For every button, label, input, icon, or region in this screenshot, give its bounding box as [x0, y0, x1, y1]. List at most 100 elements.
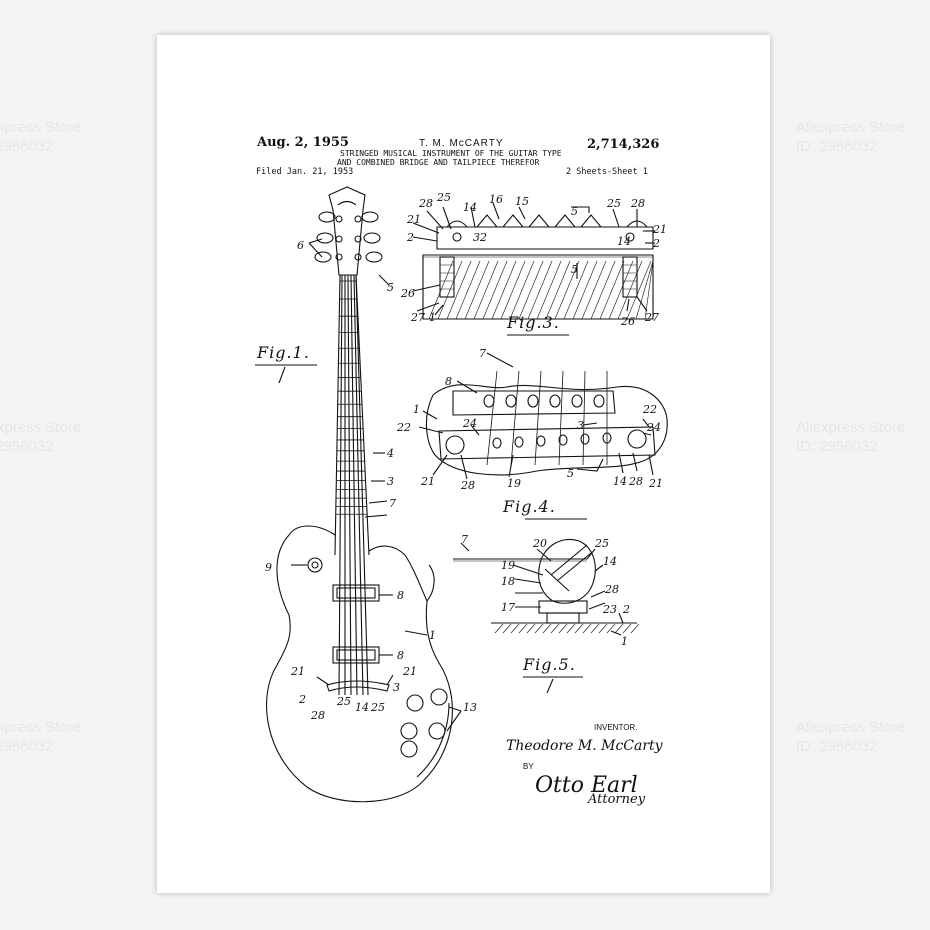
- hatch-line: [566, 623, 576, 634]
- ref-num: 23: [602, 603, 617, 616]
- fig3-drawing: [412, 202, 655, 320]
- patent-number: 2,714,326: [587, 137, 660, 152]
- hatch-line: [590, 260, 616, 320]
- hatch-line: [581, 260, 607, 320]
- ref-num: 3: [393, 681, 400, 694]
- guitar-body: [266, 525, 453, 803]
- ref-num: 28: [418, 197, 433, 210]
- ref-num: 22: [396, 421, 411, 434]
- hatch-line: [527, 260, 553, 320]
- ref-num: 4: [386, 447, 394, 460]
- ref-num: 17: [501, 601, 515, 614]
- hatch-line: [608, 260, 634, 320]
- ref-num: 8: [397, 589, 404, 602]
- hatch-line: [558, 623, 568, 634]
- ref-num: 3: [577, 419, 584, 432]
- hatch-line: [437, 260, 463, 320]
- hatch-line: [598, 623, 608, 634]
- ref-num: 14: [603, 555, 617, 568]
- fig5-drawing: [453, 539, 640, 636]
- ref-num: 14: [355, 701, 369, 714]
- ref-num: 2: [298, 693, 306, 706]
- ref-num: 7: [389, 497, 396, 510]
- ref-num: 25: [436, 191, 451, 204]
- hatch-line: [473, 260, 499, 320]
- fig1-label: Fig.1.: [257, 343, 310, 362]
- ref-num: 28: [628, 475, 643, 488]
- ref-num: 2: [652, 237, 660, 250]
- attorney-label: Attorney: [588, 792, 646, 807]
- hatch-line: [502, 623, 512, 634]
- hatch-line: [518, 623, 528, 634]
- ref-num: 32: [473, 231, 487, 244]
- ref-num: 3: [387, 475, 394, 488]
- patent-inventor: T. M. McCARTY: [419, 138, 504, 149]
- ref-num: 5: [571, 263, 578, 276]
- ref-num: 20: [532, 537, 547, 550]
- ref-num: 26: [400, 287, 415, 300]
- ref-num: 1: [621, 635, 628, 648]
- ref-num: 1: [429, 629, 436, 642]
- hatch-line: [599, 260, 625, 320]
- ref-num: 5: [387, 281, 394, 294]
- fig3-label: Fig.3.: [507, 313, 560, 332]
- fig3-ref-numbers: 28 25 14 16 15 5 25 28 21 2 32 14 21 2 5…: [400, 191, 667, 328]
- ref-num: 21: [652, 223, 667, 236]
- by-label: BY: [523, 762, 534, 771]
- ref-num: 21: [402, 665, 417, 678]
- hatch-line: [510, 623, 520, 634]
- fig5-ref-numbers: 7 20 25 14 19 18 17 28 23 2 1: [461, 533, 630, 648]
- hatch-line: [622, 623, 632, 634]
- fret-group: [335, 280, 368, 515]
- guitar-ref-numbers: 6 5 4 3 7 9 8 1 8 21 21 3 2 28 25 14 25 …: [265, 239, 477, 722]
- hatch-line: [482, 260, 508, 320]
- ref-num: 2: [406, 231, 414, 244]
- patent-sheet: Aug. 2, 1955 T. M. McCARTY 2,714,326 STR…: [157, 35, 770, 893]
- ref-num: 14: [613, 475, 627, 488]
- ref-num: 28: [604, 583, 619, 596]
- ref-num: 27: [410, 311, 425, 324]
- ref-num: 22: [642, 403, 657, 416]
- ref-num: 14: [617, 235, 631, 248]
- hatch-line: [455, 260, 481, 320]
- ref-num: 21: [406, 213, 421, 226]
- hatch-line: [635, 260, 654, 320]
- ref-num: 26: [620, 315, 635, 328]
- hatch-line: [428, 260, 454, 320]
- ref-num: 19: [501, 559, 515, 572]
- hatch-line: [614, 623, 624, 634]
- inventor-name: Theodore M. McCarty: [506, 738, 663, 754]
- hatch-line: [500, 260, 526, 320]
- ref-num: 21: [290, 665, 305, 678]
- hatch-line: [509, 260, 535, 320]
- hatch-line: [526, 623, 536, 634]
- hatch-line: [534, 623, 544, 634]
- patent-title-1: STRINGED MUSICAL INSTRUMENT OF THE GUITA…: [340, 149, 562, 158]
- hatch-line: [554, 260, 580, 320]
- patent-drawing: 6 5 4 3 7 9 8 1 8 21 21 3 2 28 25 14 25 …: [255, 186, 668, 803]
- hatch-line: [464, 260, 490, 320]
- hatch-line: [494, 623, 504, 634]
- ref-num: 25: [606, 197, 621, 210]
- hatch-line: [446, 260, 472, 320]
- fig4-drawing: [418, 352, 668, 480]
- guitar-neck: [334, 274, 370, 696]
- inventor-label: INVENTOR.: [594, 723, 638, 732]
- patent-filed: Filed Jan. 21, 1953: [256, 167, 354, 177]
- ref-num: 13: [463, 701, 477, 714]
- patent-date: Aug. 2, 1955: [257, 135, 349, 150]
- hatch-line: [572, 260, 598, 320]
- hatch-line: [536, 260, 562, 320]
- ref-num: 28: [630, 197, 645, 210]
- hatch-line: [545, 260, 571, 320]
- hatch-line: [590, 623, 600, 634]
- hatch-line: [606, 623, 616, 634]
- ref-num: 24: [646, 421, 661, 434]
- hatch-line: [491, 260, 517, 320]
- hatch-line: [617, 260, 643, 320]
- attorney-signature: Otto Earl: [535, 773, 638, 798]
- ref-num: 6: [297, 239, 304, 252]
